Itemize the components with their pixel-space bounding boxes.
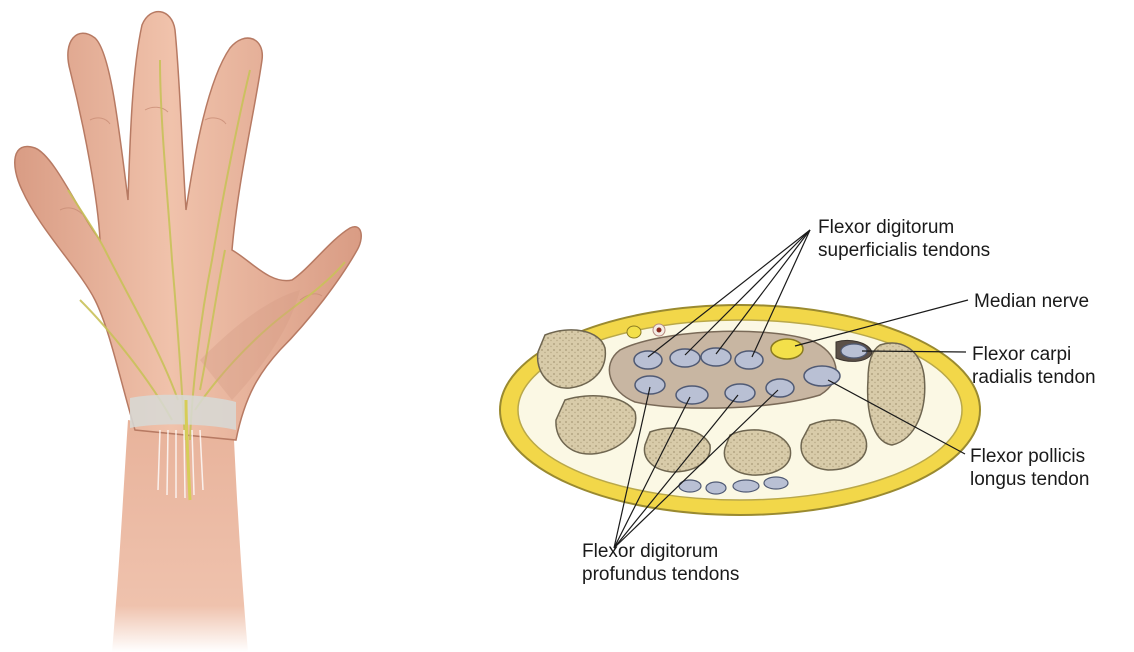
median-nerve [771,339,803,359]
label-fcr-line1: Flexor carpi [972,343,1096,366]
label-flexor-pollicis-longus: Flexor pollicis longus tendon [970,445,1089,491]
wrist-cross-section [500,230,980,548]
carpal-tunnel [609,331,836,408]
label-fdp-line2: profundus tendons [582,563,739,586]
label-fds-line1: Flexor digitorum [818,216,990,239]
label-fpl-line2: longus tendon [970,468,1089,491]
label-flexor-carpi-radialis: Flexor carpi radialis tendon [972,343,1096,389]
label-median-line: Median nerve [974,290,1089,313]
hand-silhouette [15,12,361,440]
ulnar-artery-lumen [657,328,662,333]
ulnar-nerve [627,326,641,338]
label-fcr-line2: radialis tendon [972,366,1096,389]
label-flexor-digitorum-profundus: Flexor digitorum profundus tendons [582,540,739,586]
label-flexor-digitorum-superficialis: Flexor digitorum superficialis tendons [818,216,990,262]
forearm [112,420,248,652]
label-median-nerve: Median nerve [974,290,1089,313]
label-fdp-line1: Flexor digitorum [582,540,739,563]
label-fds-line2: superficialis tendons [818,239,990,262]
hand-illustration [15,12,361,652]
label-fpl-line1: Flexor pollicis [970,445,1089,468]
